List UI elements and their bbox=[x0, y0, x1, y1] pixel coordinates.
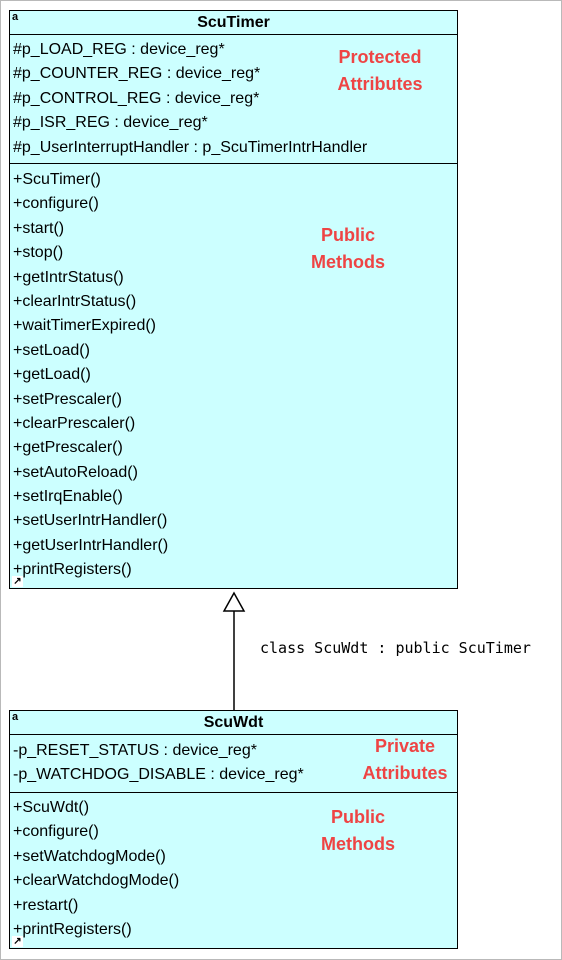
method: +stop() bbox=[13, 244, 64, 262]
methods-section: +ScuWdt() +configure() +setWatchdogMode(… bbox=[10, 793, 457, 948]
method: +restart() bbox=[13, 896, 79, 914]
method: +configure() bbox=[13, 823, 99, 841]
method: +setLoad() bbox=[13, 341, 90, 359]
note-line: Private bbox=[374, 736, 436, 756]
method: +configure() bbox=[13, 195, 99, 213]
attribute: -p_WATCHDOG_DISABLE : device_reg* bbox=[13, 766, 304, 784]
note-line: Protected bbox=[338, 47, 422, 67]
class-name: ScuWdt bbox=[203, 714, 264, 731]
method: +setPrescaler() bbox=[13, 390, 122, 408]
method: +waitTimerExpired() bbox=[13, 317, 156, 335]
method: +getPrescaler() bbox=[13, 439, 123, 457]
triangle-arrowhead-icon bbox=[222, 591, 246, 612]
class-name: ScuTimer bbox=[197, 14, 270, 31]
methods-note: Public Methods bbox=[288, 804, 428, 858]
class-scuwdt: a ScuWdt -p_RESET_STATUS : device_reg* -… bbox=[9, 710, 458, 949]
note-line: Methods bbox=[311, 252, 385, 272]
methods-note: Public Methods bbox=[278, 222, 418, 276]
method: +clearWatchdogMode() bbox=[13, 872, 180, 890]
note-line: Public bbox=[330, 807, 385, 827]
attributes-section: #p_LOAD_REG : device_reg* #p_COUNTER_REG… bbox=[10, 35, 457, 164]
method: +setIrqEnable() bbox=[13, 488, 123, 506]
attributes-note: Protected Attributes bbox=[310, 44, 450, 98]
method: +setAutoReload() bbox=[13, 463, 138, 481]
link-arrow-icon: ↗ bbox=[12, 576, 23, 587]
class-header: a ScuWdt bbox=[10, 711, 457, 735]
method: +printRegisters() bbox=[13, 561, 132, 579]
note-line: Public bbox=[320, 225, 375, 245]
inheritance-label: class ScuWdt : public ScuTimer bbox=[260, 639, 531, 657]
method: +getLoad() bbox=[13, 366, 91, 384]
attribute: -p_RESET_STATUS : device_reg* bbox=[13, 742, 257, 759]
method: +start() bbox=[13, 219, 65, 237]
attributes-note: Private Attributes bbox=[335, 733, 475, 787]
class-icon: a bbox=[12, 11, 19, 23]
attribute: #p_ISR_REG : device_reg* bbox=[13, 114, 208, 132]
attribute: #p_CONTROL_REG : device_reg* bbox=[13, 89, 260, 107]
attribute: #p_COUNTER_REG : device_reg* bbox=[13, 65, 261, 83]
note-line: Methods bbox=[321, 834, 395, 854]
attribute: #p_LOAD_REG : device_reg* bbox=[13, 41, 225, 58]
method: +setWatchdogMode() bbox=[13, 847, 166, 865]
link-arrow-icon: ↗ bbox=[12, 936, 23, 947]
method: +getUserIntrHandler() bbox=[13, 536, 169, 554]
method: +getIntrStatus() bbox=[13, 268, 124, 286]
method: +ScuWdt() bbox=[13, 799, 90, 816]
method: +setUserIntrHandler() bbox=[13, 512, 168, 530]
method: +clearIntrStatus() bbox=[13, 292, 137, 310]
method: +ScuTimer() bbox=[13, 171, 101, 188]
note-line: Attributes bbox=[362, 763, 448, 783]
class-scutimer: a ScuTimer #p_LOAD_REG : device_reg* #p_… bbox=[9, 10, 458, 589]
method: +clearPrescaler() bbox=[13, 414, 136, 432]
attributes-section: -p_RESET_STATUS : device_reg* -p_WATCHDO… bbox=[10, 735, 457, 793]
note-line: Attributes bbox=[337, 74, 423, 94]
class-header: a ScuTimer bbox=[10, 11, 457, 35]
class-icon: a bbox=[12, 711, 19, 723]
method: +printRegisters() bbox=[13, 920, 132, 938]
attribute: #p_UserInterruptHandler : p_ScuTimerIntr… bbox=[13, 138, 368, 156]
methods-section: +ScuTimer() +configure() +start() +stop(… bbox=[10, 164, 457, 588]
